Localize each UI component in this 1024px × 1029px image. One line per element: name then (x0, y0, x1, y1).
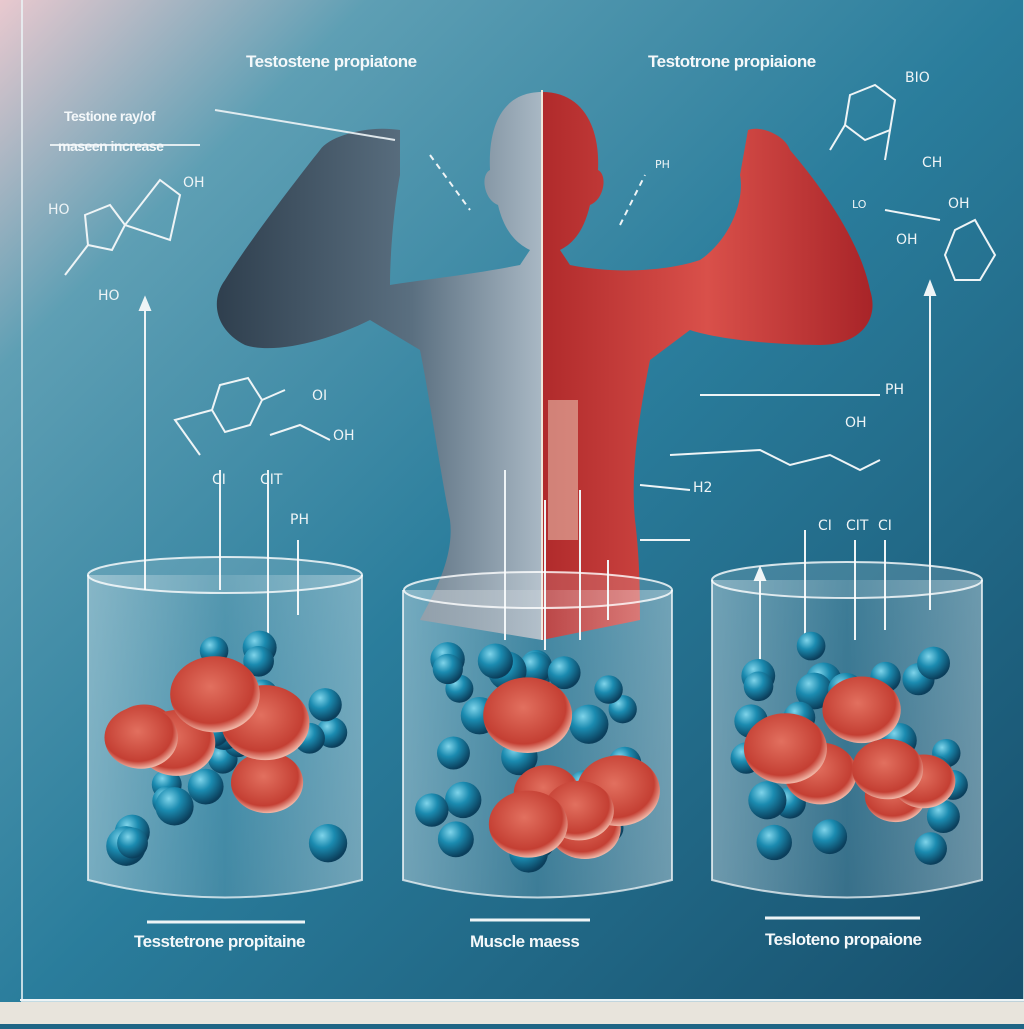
chem-label: OH (183, 175, 205, 191)
chem-label: OI (312, 388, 328, 404)
human-figure (216, 90, 873, 640)
chem-label: HO (98, 288, 120, 304)
blue-sphere (243, 645, 274, 677)
blue-sphere (926, 800, 960, 834)
label-underlines (147, 916, 920, 924)
red-cell (483, 677, 573, 753)
red-cell (170, 656, 260, 733)
blue-sphere (795, 672, 833, 710)
title-top-right: Testotrone propiaione (648, 52, 816, 71)
chem-label: CIT (260, 472, 283, 488)
chemical-structures (20, 83, 1024, 1001)
title-top-left: Testostene propiatone (246, 52, 417, 71)
side-note-line1: Testione ray/of (64, 108, 156, 124)
red-cell (104, 706, 178, 769)
chem-label: PH (655, 158, 670, 171)
blue-sphere (415, 793, 449, 827)
red-cell (822, 676, 901, 744)
red-cell (743, 713, 827, 784)
chem-label: OH (896, 232, 918, 248)
chem-label: HO (48, 202, 70, 218)
red-cell (230, 751, 304, 814)
blue-sphere (743, 671, 774, 702)
blue-sphere (569, 704, 609, 744)
blue-sphere (117, 827, 148, 859)
chem-label: OH (333, 428, 355, 444)
blue-sphere (518, 652, 552, 685)
chem-label: PH (885, 382, 904, 398)
blue-sphere (796, 631, 826, 661)
blue-sphere (155, 787, 194, 826)
blue-sphere (436, 736, 470, 770)
chem-label: OH (845, 415, 867, 431)
blue-sphere (608, 695, 637, 724)
side-note-line2: maseen increase (58, 138, 164, 154)
chem-label: CI (818, 518, 832, 534)
chem-label: H2 (693, 480, 713, 496)
chem-label: CI (212, 472, 226, 488)
blue-sphere (477, 643, 513, 679)
chem-label: BIO (905, 70, 930, 86)
red-cell (852, 738, 924, 800)
blue-sphere (756, 824, 792, 861)
blue-sphere (547, 656, 581, 690)
chem-label: OH (948, 196, 970, 212)
beaker-label: Tesstetrone propitaine (134, 932, 306, 951)
blue-sphere (594, 675, 623, 704)
ruler-strip (0, 1002, 1024, 1024)
blue-sphere (445, 781, 482, 819)
blue-sphere (308, 688, 342, 722)
blue-sphere (432, 653, 463, 685)
beaker-label: Tesloteno propaione (765, 930, 922, 949)
beakers (87, 556, 983, 899)
blue-sphere (748, 781, 787, 820)
red-cell (488, 790, 568, 858)
chem-label: CH (922, 155, 943, 171)
beaker-label: Muscle maess (470, 932, 580, 951)
blue-sphere (812, 819, 848, 855)
blue-sphere (917, 646, 950, 680)
chem-label: LO (852, 198, 867, 211)
blue-sphere (308, 824, 348, 863)
chem-label: PH (290, 512, 309, 528)
blue-sphere (187, 768, 224, 805)
blue-sphere (437, 821, 474, 858)
blue-sphere (914, 832, 947, 865)
chem-label: CIT (846, 518, 869, 534)
chem-label: CI (878, 518, 892, 534)
